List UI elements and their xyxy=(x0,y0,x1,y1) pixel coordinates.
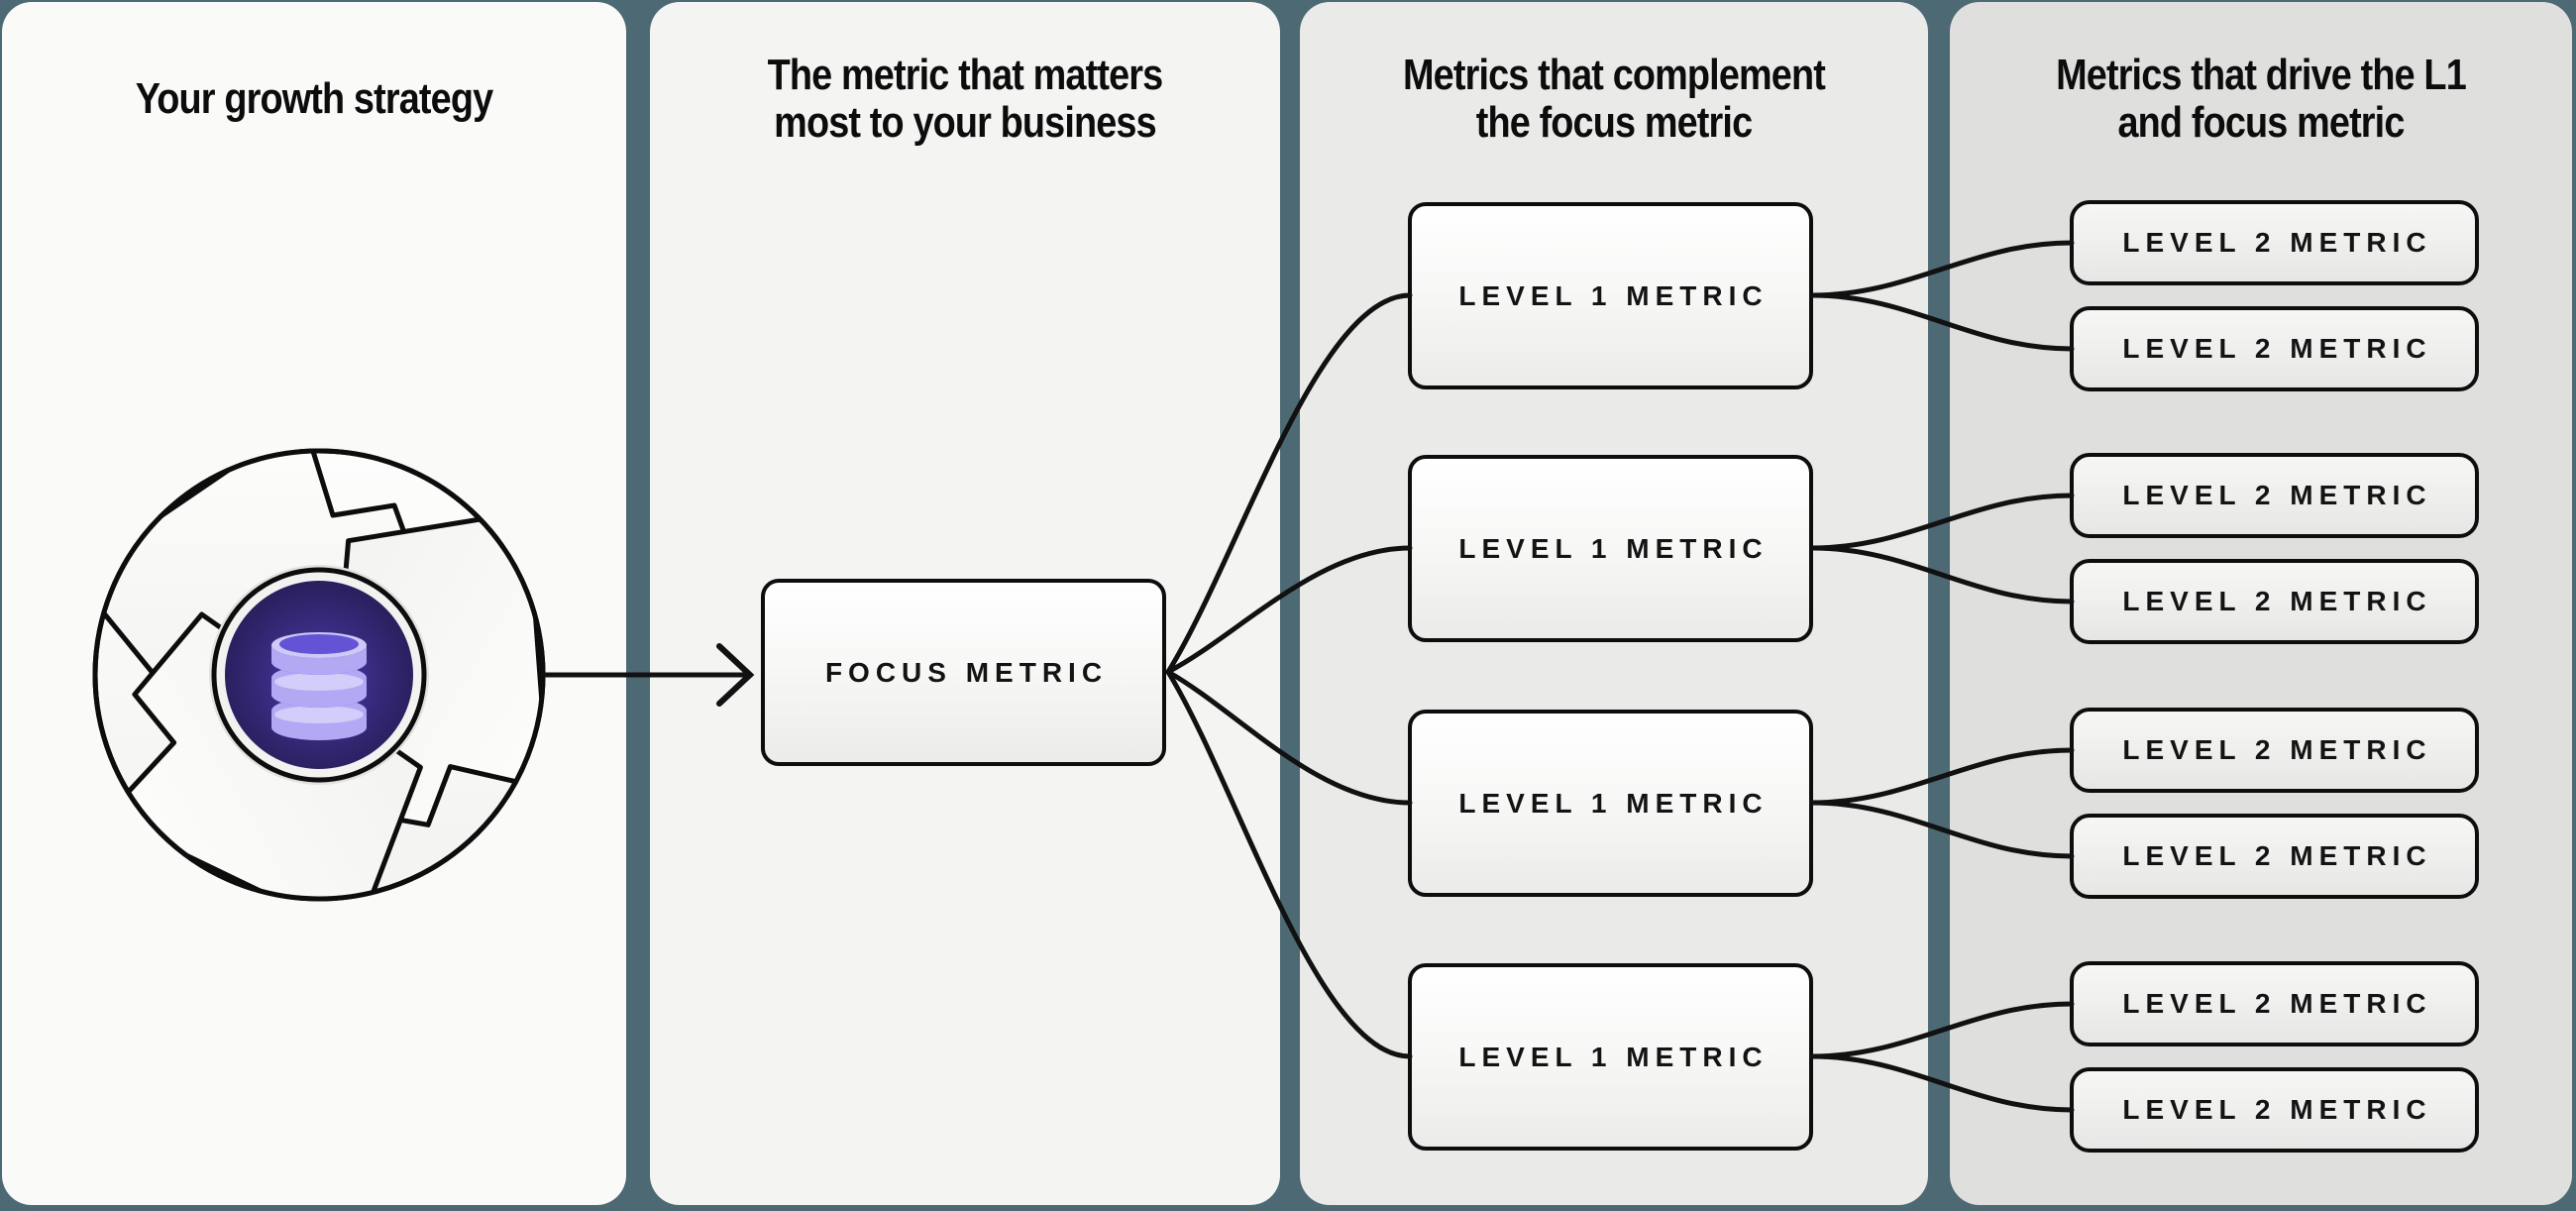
level1-metric-label: LEVEL 1 METRIC xyxy=(1458,787,1769,819)
level1-metric-node: LEVEL 1 METRIC xyxy=(1408,710,1813,897)
level2-metric-label: LEVEL 2 METRIC xyxy=(2122,227,2432,258)
level1-metric-node: LEVEL 1 METRIC xyxy=(1408,202,1813,389)
level2-metric-node: LEVEL 2 METRIC xyxy=(2070,1067,2479,1153)
level2-metric-node: LEVEL 2 METRIC xyxy=(2070,708,2479,793)
level2-metric-node: LEVEL 2 METRIC xyxy=(2070,306,2479,391)
focus-metric-label: FOCUS METRIC xyxy=(824,656,1109,688)
level1-metric-node: LEVEL 1 METRIC xyxy=(1408,963,1813,1151)
level2-metric-node: LEVEL 2 METRIC xyxy=(2070,453,2479,538)
flywheel-icon xyxy=(92,448,546,902)
panel-level1-metrics-title: Metrics that complement the focus metric xyxy=(1403,51,1826,148)
level2-metric-node: LEVEL 2 METRIC xyxy=(2070,200,2479,285)
level2-metric-node: LEVEL 2 METRIC xyxy=(2070,814,2479,899)
panel-growth-strategy-title: Your growth strategy xyxy=(135,74,493,123)
focus-metric-node: FOCUS METRIC xyxy=(761,579,1166,766)
level2-metric-node: LEVEL 2 METRIC xyxy=(2070,559,2479,644)
level2-metric-label: LEVEL 2 METRIC xyxy=(2122,734,2432,765)
level2-metric-label: LEVEL 2 METRIC xyxy=(2122,840,2432,871)
panel-level2-metrics-title: Metrics that drive the L1 and focus metr… xyxy=(2056,51,2467,148)
level2-metric-label: LEVEL 2 METRIC xyxy=(2122,586,2432,616)
level1-metric-label: LEVEL 1 METRIC xyxy=(1458,532,1769,564)
level2-metric-node: LEVEL 2 METRIC xyxy=(2070,961,2479,1046)
level1-metric-node: LEVEL 1 METRIC xyxy=(1408,455,1813,642)
database-icon xyxy=(271,632,367,740)
level2-metric-label: LEVEL 2 METRIC xyxy=(2122,1094,2432,1125)
panel-focus-metric-title: The metric that matters most to your bus… xyxy=(767,51,1164,148)
level2-metric-label: LEVEL 2 METRIC xyxy=(2122,988,2432,1019)
level1-metric-label: LEVEL 1 METRIC xyxy=(1458,1041,1769,1072)
level1-metric-label: LEVEL 1 METRIC xyxy=(1458,279,1769,311)
level2-metric-label: LEVEL 2 METRIC xyxy=(2122,333,2432,364)
panel-growth-strategy: Your growth strategy xyxy=(2,2,626,1205)
level2-metric-label: LEVEL 2 METRIC xyxy=(2122,480,2432,510)
